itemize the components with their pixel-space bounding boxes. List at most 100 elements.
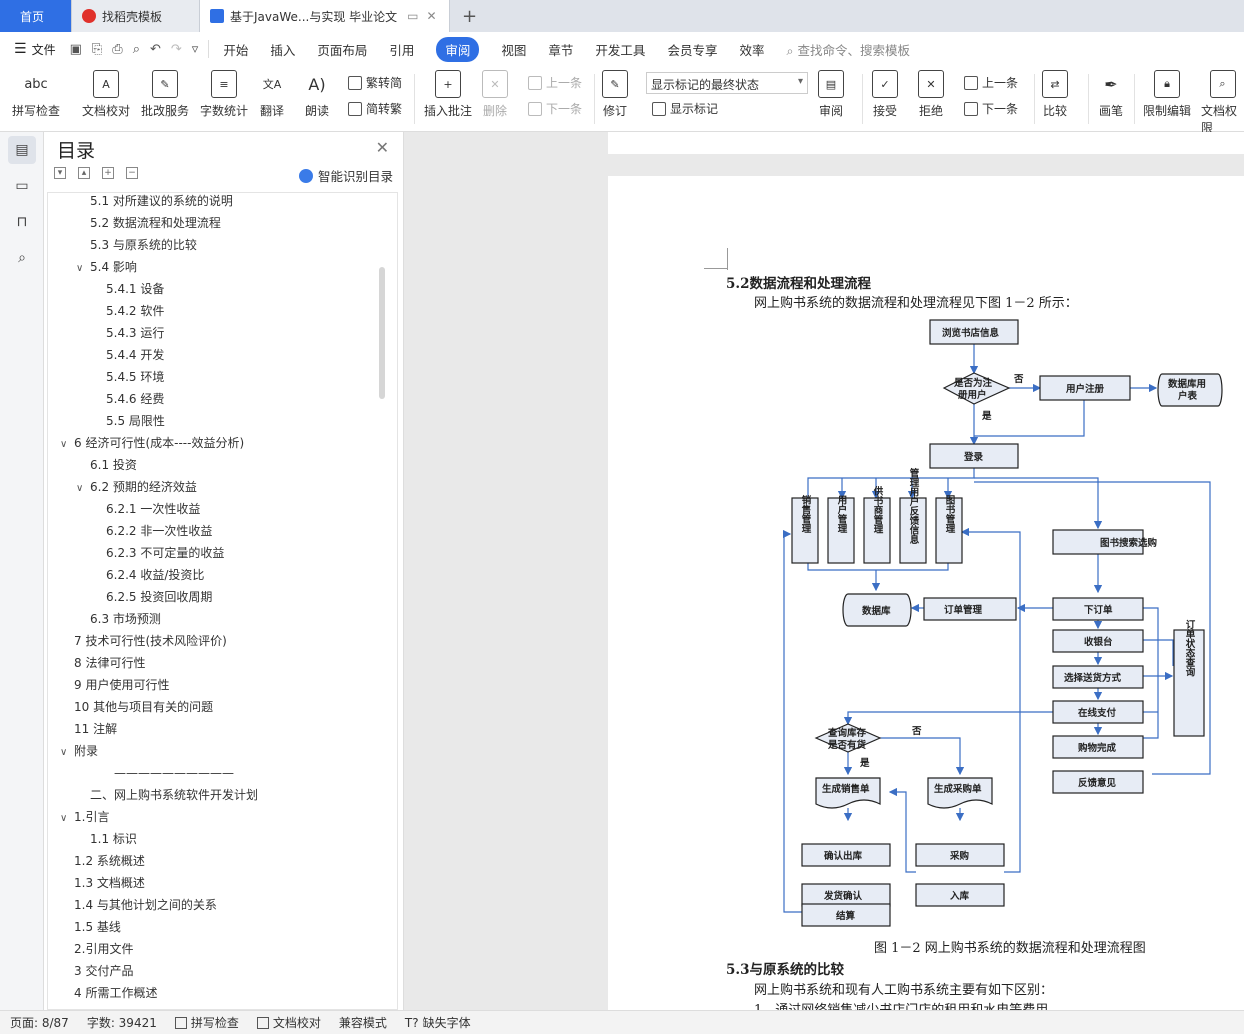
toc-item[interactable]: ∨附录 — [60, 740, 98, 762]
toc-item[interactable]: —————————— — [114, 762, 234, 784]
print-preview-icon[interactable]: ⌕ — [132, 41, 140, 57]
menu-view[interactable]: 视图 — [501, 42, 527, 58]
toc-item[interactable]: 5.4.6 经费 — [106, 388, 164, 410]
toc-item[interactable]: ∨1.引言 — [60, 806, 109, 828]
review-pane-button[interactable]: ▤审阅 — [818, 70, 844, 119]
tab-home[interactable]: 首页 — [0, 0, 72, 32]
menu-start[interactable]: 开始 — [223, 42, 249, 58]
toc-item[interactable]: 1.4 与其他计划之间的关系 — [74, 894, 217, 916]
toc-item[interactable]: 8 法律可行性 — [74, 652, 145, 674]
expand-all-icon[interactable]: ▴ — [78, 167, 90, 179]
chapter-nav-icon[interactable]: ▭ — [15, 178, 29, 194]
print-icon[interactable]: ⎙ — [112, 41, 123, 57]
toc-item[interactable]: 10 其他与项目有关的问题 — [74, 696, 213, 718]
next-comment-button[interactable]: 下一条 — [528, 100, 582, 117]
toc-item[interactable]: 6.2.2 非一次性收益 — [106, 520, 212, 542]
reject-button[interactable]: ✕拒绝 — [918, 70, 944, 119]
toc-item[interactable]: 6.2.5 投资回收周期 — [106, 586, 212, 608]
menu-developer[interactable]: 开发工具 — [595, 42, 646, 58]
pen-button[interactable]: ✒画笔 — [1098, 70, 1124, 119]
close-icon[interactable]: ✕ — [375, 138, 389, 157]
word-count-button[interactable]: ≡字数统计 — [200, 70, 248, 119]
toc-pane-icon[interactable]: ▤ — [8, 136, 36, 164]
add-level-icon[interactable]: + — [102, 167, 114, 179]
remove-level-icon[interactable]: − — [126, 167, 138, 179]
new-tab-button[interactable]: + — [462, 5, 478, 27]
batch-service-button[interactable]: ✎批改服务 — [141, 70, 189, 119]
menu-references[interactable]: 引用 — [389, 42, 415, 58]
toc-item[interactable]: 7 技术可行性(技术风险评价) — [74, 630, 227, 652]
toc-item[interactable]: 1.5 基线 — [74, 916, 121, 938]
next-change-button[interactable]: 下一条 — [964, 100, 1018, 117]
toc-item[interactable]: 5.4.1 设备 — [106, 278, 164, 300]
menu-layout[interactable]: 页面布局 — [317, 42, 368, 58]
save-icon[interactable]: ▣ — [69, 41, 82, 57]
missing-font[interactable]: T?缺失字体 — [405, 1014, 471, 1031]
toc-item[interactable]: 5.4.2 软件 — [106, 300, 164, 322]
search-icon[interactable]: ⌕ — [18, 250, 26, 266]
command-search[interactable]: ⌕ 查找命令、搜索模板 — [786, 40, 910, 59]
toc-item[interactable]: 5.4.3 运行 — [106, 322, 164, 344]
insert-comment-button[interactable]: +插入批注 — [424, 70, 472, 119]
close-tab-icon[interactable]: ✕ — [426, 9, 437, 23]
menu-insert[interactable]: 插入 — [270, 42, 296, 58]
menu-review[interactable]: 审阅 — [436, 36, 480, 62]
trad-to-simp-button[interactable]: 繁转简 — [348, 74, 402, 91]
menu-member[interactable]: 会员专享 — [667, 42, 718, 58]
track-changes-button[interactable]: ✎修订 — [602, 70, 628, 119]
status-doc-proof[interactable]: 文档校对 — [256, 1014, 321, 1031]
compat-mode[interactable]: 兼容模式 — [338, 1016, 387, 1030]
undo-icon[interactable]: ↶ — [149, 41, 161, 57]
export-pdf-icon[interactable]: ⎘ — [91, 41, 103, 57]
menu-chapter[interactable]: 章节 — [548, 42, 574, 58]
toc-item[interactable]: 5.1 对所建议的系统的说明 — [90, 190, 233, 212]
bookmark-icon[interactable]: ⊓ — [16, 214, 28, 230]
chevron-down-icon[interactable]: ∨ — [60, 747, 68, 758]
toc-item[interactable]: 4 所需工作概述 — [74, 982, 157, 1004]
restrict-edit-button[interactable]: 🔒︎限制编辑 — [1143, 70, 1191, 119]
prev-change-button[interactable]: 上一条 — [964, 74, 1018, 91]
chevron-down-icon[interactable]: ∨ — [60, 813, 68, 824]
pin-icon[interactable]: ▭ — [407, 9, 419, 23]
simp-to-trad-button[interactable]: 简转繁 — [348, 100, 402, 117]
customize-toolbar-icon[interactable]: ▿ — [191, 41, 199, 57]
smart-toc-button[interactable]: 智能识别目录 — [298, 166, 393, 185]
toc-item[interactable]: 1.3 文档概述 — [74, 872, 145, 894]
tab-document[interactable]: 基于JavaWe...与实现 毕业论文 ▭ ✕ — [200, 0, 450, 32]
toc-item[interactable]: ∨6.2 预期的经济效益 — [76, 476, 197, 498]
toc-item[interactable]: ∨6 经济可行性(成本----效益分析) — [60, 432, 244, 454]
toc-item[interactable]: 6.3 市场预测 — [90, 608, 161, 630]
toc-item[interactable]: 5.5 局限性 — [106, 410, 165, 432]
toc-item[interactable]: 5.4.4 开发 — [106, 344, 164, 366]
status-spell-check[interactable]: 拼写检查 — [174, 1014, 239, 1031]
redo-icon[interactable]: ↷ — [170, 41, 182, 57]
toc-item[interactable]: 1.2 系统概述 — [74, 850, 145, 872]
chevron-down-icon[interactable]: ∨ — [76, 263, 84, 274]
toc-item[interactable]: 11 注解 — [74, 718, 117, 740]
tab-template[interactable]: 找稻壳模板 — [72, 0, 200, 32]
toc-item[interactable]: 1.1 标识 — [90, 828, 137, 850]
toc-item[interactable]: 6.2.3 不可定量的收益 — [106, 542, 224, 564]
delete-comment-button[interactable]: ✕删除 — [482, 70, 508, 119]
toc-item[interactable]: 5.3 与原系统的比较 — [90, 234, 197, 256]
read-aloud-button[interactable]: A)朗读 — [304, 70, 330, 119]
toc-scrollbar[interactable] — [379, 267, 385, 399]
accept-button[interactable]: ✓接受 — [872, 70, 898, 119]
prev-comment-button[interactable]: 上一条 — [528, 74, 582, 91]
menu-efficiency[interactable]: 效率 — [739, 42, 765, 58]
file-menu[interactable]: ☰文件 — [14, 41, 56, 58]
toc-item[interactable]: 二、网上购书系统软件开发计划 — [90, 784, 258, 806]
toc-item[interactable]: 9 用户使用可行性 — [74, 674, 169, 696]
word-count[interactable]: 字数: 39421 — [86, 1016, 157, 1030]
toc-item[interactable]: 6.2.4 收益/投资比 — [106, 564, 204, 586]
compare-button[interactable]: ⇄比较 — [1042, 70, 1068, 119]
chevron-down-icon[interactable]: ∨ — [76, 483, 84, 494]
show-markup-button[interactable]: 显示标记 — [652, 100, 718, 117]
doc-permission-button[interactable]: ⌕文档权限 — [1201, 70, 1244, 136]
toc-item[interactable]: 6.2.1 一次性收益 — [106, 498, 200, 520]
chevron-down-icon[interactable]: ∨ — [60, 439, 68, 450]
toc-item[interactable]: ∨5.4 影响 — [76, 256, 137, 278]
